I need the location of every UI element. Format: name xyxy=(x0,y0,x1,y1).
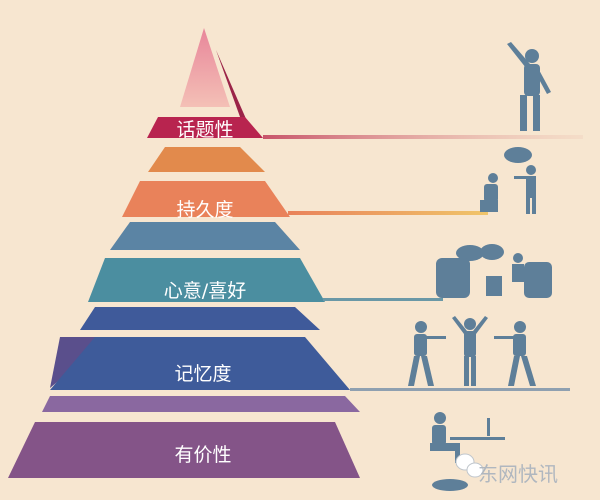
level-topic-band xyxy=(147,117,263,138)
level-label-preference: 心意/喜好 xyxy=(163,280,247,302)
level-label-memory: 记忆度 xyxy=(174,363,232,385)
presenter-figure-icon xyxy=(507,42,551,131)
level-memory-line xyxy=(350,388,570,391)
watermark-text: 东网快讯 xyxy=(478,462,558,486)
conversation-figures-icon xyxy=(480,147,536,214)
level-value-band xyxy=(8,422,360,478)
level-duration-line xyxy=(288,211,488,215)
level-preference-cap xyxy=(110,222,300,250)
level-duration-cap xyxy=(148,147,265,172)
level-topic-line xyxy=(263,135,583,139)
pyramid-apex xyxy=(180,28,230,107)
apex-side xyxy=(216,50,250,128)
level-memory-band xyxy=(50,337,350,390)
level-preference-line xyxy=(323,298,443,301)
level-value-cap xyxy=(42,396,360,412)
pointing-figures-icon xyxy=(408,316,536,386)
level-label-value: 有价性 xyxy=(174,444,232,466)
level-label-duration: 持久度 xyxy=(176,199,234,221)
level-preference-band xyxy=(88,258,325,302)
wechat-icon xyxy=(455,453,484,478)
level-label-topic: 话题性 xyxy=(176,119,234,141)
desk-worker-figure-icon xyxy=(430,412,505,491)
meeting-figures-icon xyxy=(436,244,552,298)
level-duration-band xyxy=(122,181,290,217)
level-memory-cap xyxy=(80,307,320,330)
